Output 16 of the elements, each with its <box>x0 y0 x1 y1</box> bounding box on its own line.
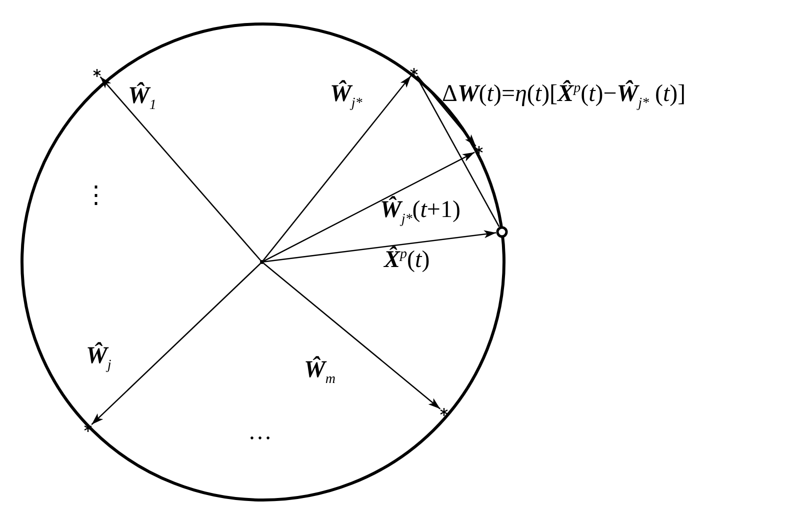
arrow <box>416 75 476 147</box>
vector-label: Ŵ$_{j}$ <box>86 342 112 375</box>
vector-label: Ŵ$_{j*}$ <box>330 80 362 113</box>
arrow <box>100 76 262 261</box>
ellipsis: … <box>248 418 272 447</box>
vector-label: Ŵ$_{1}$ <box>128 82 156 115</box>
vector-label: Ŵ$_{j*}$(t+1) <box>380 196 460 229</box>
arrow <box>262 76 412 261</box>
vector-label: X̂$^{p}$(t) <box>384 246 430 275</box>
arrow <box>91 262 261 426</box>
update-formula: ΔW(t)=η(t)[X̂$^{p}$(t)−Ŵ$_{j*}$ (t)] <box>442 80 686 113</box>
arrow <box>263 152 475 262</box>
vector-label: Ŵ$_{m}$ <box>304 356 336 389</box>
vertical-ellipsis: ⋮ <box>84 182 108 211</box>
arrow <box>264 230 496 262</box>
arrow <box>263 262 441 410</box>
